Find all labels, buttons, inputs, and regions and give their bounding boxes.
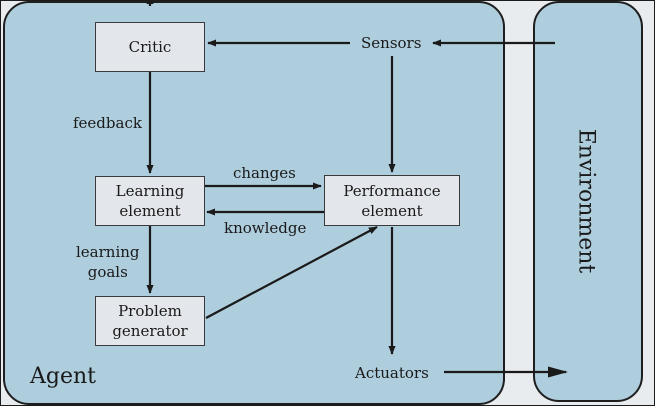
environment-region	[533, 1, 643, 402]
learning-goals-label: learning goals	[76, 243, 140, 281]
problem-generator-label: Problem generator	[112, 302, 188, 340]
performance-element-label: Performance element	[343, 181, 441, 220]
actuators-label: Actuators	[355, 364, 429, 382]
problem-to-performance-arrow	[205, 226, 378, 319]
feedback-label: feedback	[73, 114, 142, 132]
knowledge-label: knowledge	[224, 219, 307, 237]
learning-element-box: Learning element	[95, 176, 205, 226]
learning-element-label: Learning element	[115, 182, 185, 220]
sensors-label: Sensors	[361, 34, 422, 52]
performance-element-box: Performance element	[324, 175, 460, 226]
critic-box: Critic	[95, 22, 205, 72]
problem-generator-box: Problem generator	[95, 296, 205, 346]
critic-label: Critic	[128, 38, 172, 56]
changes-label: changes	[233, 164, 296, 182]
agent-label: Agent	[30, 364, 96, 389]
environment-label: Environment	[573, 128, 599, 274]
